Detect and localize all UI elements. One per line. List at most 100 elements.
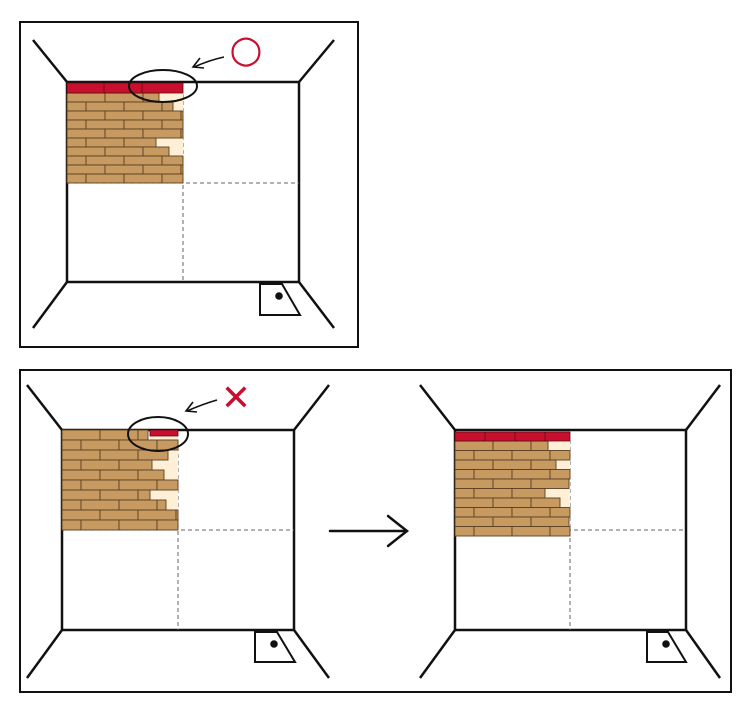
brick bbox=[123, 119, 163, 130]
brick bbox=[137, 429, 149, 441]
brick bbox=[66, 128, 106, 139]
brick bbox=[492, 497, 532, 508]
brick bbox=[473, 488, 513, 499]
brick bbox=[85, 101, 125, 112]
floor-door-icon bbox=[259, 283, 302, 316]
brick bbox=[161, 155, 184, 166]
brick bbox=[180, 128, 184, 139]
brick bbox=[66, 110, 106, 121]
brick bbox=[511, 469, 551, 480]
brick bbox=[61, 509, 101, 521]
pointer-arrow-icon bbox=[184, 399, 218, 413]
red-trim-strip bbox=[454, 431, 571, 442]
brick bbox=[549, 469, 571, 480]
brick bbox=[511, 450, 551, 461]
brick bbox=[61, 489, 101, 501]
brick-panel bbox=[66, 82, 184, 184]
brick bbox=[99, 449, 139, 461]
brick bbox=[61, 469, 101, 481]
brick bbox=[80, 459, 120, 471]
floor-door-icon bbox=[254, 631, 297, 663]
brick bbox=[85, 137, 125, 148]
brick bbox=[80, 479, 120, 491]
brick bbox=[61, 439, 82, 451]
brick bbox=[61, 459, 82, 471]
wrong-room: ✕ bbox=[25, 378, 331, 679]
brick bbox=[142, 146, 170, 157]
highlight-ellipse bbox=[128, 69, 198, 103]
red-trim-strip bbox=[149, 429, 179, 437]
brick-panel bbox=[454, 431, 571, 537]
brick bbox=[549, 450, 571, 461]
brick bbox=[156, 479, 179, 491]
brick bbox=[61, 429, 101, 441]
brick bbox=[66, 155, 87, 166]
correct-mark: ○ bbox=[229, 27, 262, 71]
brick bbox=[80, 499, 120, 511]
brick bbox=[66, 164, 106, 175]
brick bbox=[104, 128, 144, 139]
brick bbox=[104, 164, 144, 175]
brick bbox=[473, 469, 513, 480]
brick bbox=[137, 509, 177, 521]
brick bbox=[549, 507, 571, 518]
brick bbox=[85, 173, 125, 184]
brick bbox=[530, 497, 561, 508]
brick bbox=[156, 519, 179, 531]
brick bbox=[473, 526, 513, 537]
brick bbox=[530, 459, 557, 470]
brick bbox=[511, 488, 546, 499]
brick bbox=[66, 101, 87, 112]
brick bbox=[118, 519, 158, 531]
brick bbox=[454, 497, 494, 508]
brick bbox=[61, 499, 82, 511]
pointer-arrow-icon bbox=[191, 56, 225, 69]
brick bbox=[80, 519, 120, 531]
brick bbox=[511, 526, 551, 537]
brick bbox=[66, 119, 87, 130]
brick bbox=[99, 489, 139, 501]
brick bbox=[454, 450, 475, 461]
brick bbox=[161, 119, 184, 130]
brick bbox=[454, 478, 494, 489]
brick bbox=[99, 469, 139, 481]
brick bbox=[99, 509, 139, 521]
brick bbox=[99, 429, 139, 441]
brick bbox=[66, 146, 106, 157]
brick bbox=[454, 459, 494, 470]
fixed-room bbox=[418, 384, 722, 679]
brick bbox=[492, 459, 532, 470]
brick bbox=[85, 119, 125, 130]
brick bbox=[137, 469, 165, 481]
brick bbox=[161, 173, 184, 184]
brick bbox=[175, 509, 179, 521]
brick bbox=[454, 526, 475, 537]
brick bbox=[492, 440, 532, 451]
brick bbox=[85, 155, 125, 166]
brick bbox=[142, 128, 182, 139]
brick bbox=[118, 479, 158, 491]
brick bbox=[118, 439, 158, 451]
brick bbox=[454, 516, 494, 527]
red-trim-strip bbox=[66, 82, 184, 94]
brick bbox=[454, 440, 494, 451]
brick bbox=[142, 110, 182, 121]
brick bbox=[104, 110, 144, 121]
brick bbox=[137, 489, 151, 501]
brick bbox=[492, 478, 532, 489]
brick bbox=[530, 440, 549, 451]
brick bbox=[511, 507, 551, 518]
brick bbox=[66, 92, 106, 103]
floor-door-icon bbox=[646, 631, 688, 663]
brick-panel bbox=[61, 429, 179, 531]
brick bbox=[473, 507, 513, 518]
brick bbox=[80, 439, 120, 451]
brick bbox=[123, 137, 157, 148]
brick bbox=[473, 450, 513, 461]
correct-room: ○ bbox=[31, 27, 335, 329]
brick bbox=[492, 516, 532, 527]
brick bbox=[61, 449, 101, 461]
brick bbox=[118, 459, 153, 471]
brick bbox=[123, 155, 163, 166]
